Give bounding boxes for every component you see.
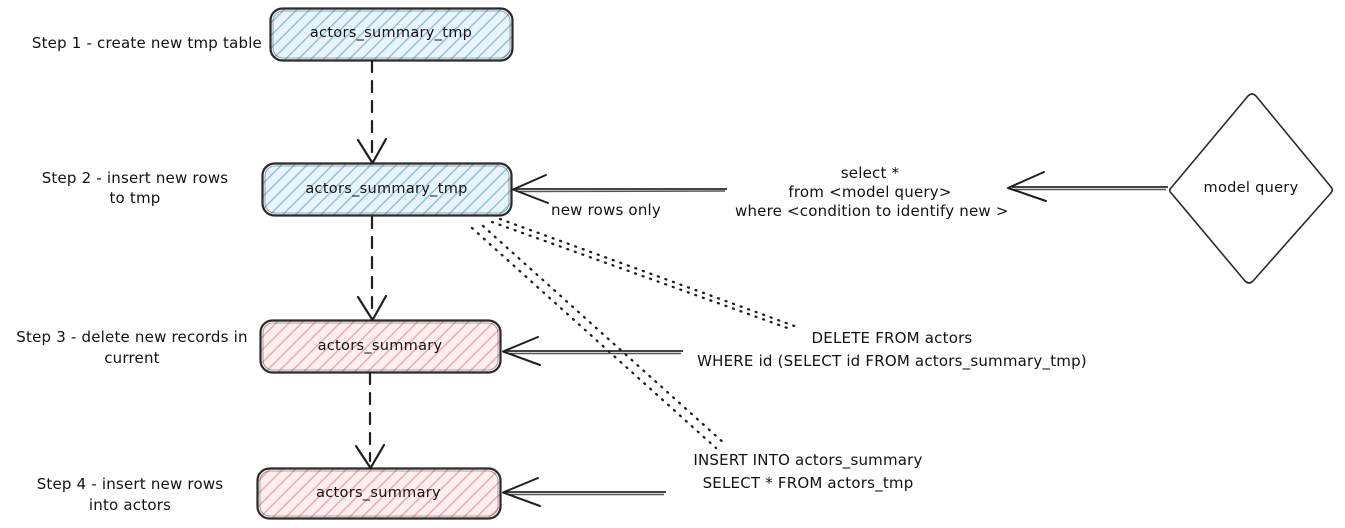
node-2-sketch-outline: [264, 165, 510, 214]
edge-label-new-rows-only: new rows only: [551, 201, 661, 219]
node-1-sketch-outline: [272, 10, 511, 59]
edge-model-query-to-select: [1007, 171, 1168, 202]
edge-query-to-node2: [512, 174, 727, 204]
edge-dotted-node2-to-insert: [470, 224, 727, 450]
node-actors-summary-2[interactable]: [256, 467, 502, 520]
node-3-shape: [259, 319, 502, 374]
node-1-shape: [269, 7, 514, 62]
node-actors-summary-tmp-2[interactable]: [261, 162, 513, 217]
node-4-shape: [256, 467, 502, 520]
node-4-hit-area[interactable]: [257, 468, 501, 519]
node-model-query[interactable]: [1168, 93, 1334, 284]
step-2-label-line2: to tmp: [109, 189, 161, 207]
node-2-hit-area[interactable]: [262, 163, 512, 216]
edge-step2-to-step3: [356, 215, 388, 322]
edge-step1-to-step2: [356, 59, 388, 165]
node-2-shape: [261, 162, 513, 217]
edge-label-select-line2: from <model query>: [788, 183, 952, 201]
node-actors-summary-tmp-1[interactable]: [269, 7, 514, 62]
edge-label-delete-line1: DELETE FROM actors: [811, 329, 973, 347]
step-4-label-line2: into actors: [88, 496, 172, 514]
node-5-hit-area[interactable]: [1168, 92, 1335, 286]
step-1-label: Step 1 - create new tmp table: [31, 34, 262, 52]
edge-dotted-node2-to-delete: [490, 217, 802, 332]
step-3-label-line2: current: [104, 349, 160, 367]
step-2-label-line1: Step 2 - insert new rows: [41, 169, 229, 187]
step-4-label-line1: Step 4 - insert new rows: [36, 475, 224, 493]
node-3-hit-area[interactable]: [260, 320, 501, 373]
edge-step3-to-step4: [354, 371, 386, 470]
node-3-sketch-outline: [262, 322, 499, 371]
edge-label-select-line3: where <condition to identify new >: [735, 202, 1009, 220]
node-4-sketch-outline: [259, 470, 499, 517]
edge-label-insert-line2: SELECT * FROM actors_tmp: [702, 474, 914, 492]
node-actors-summary-1[interactable]: [259, 319, 502, 374]
step-3-label-line1: Step 3 - delete new records in: [16, 328, 248, 346]
node-5-shape: [1168, 93, 1334, 284]
edge-label-insert-line1: INSERT INTO actors_summary: [693, 451, 923, 469]
node-1-hit-area[interactable]: [270, 8, 513, 61]
edge-label-select-line1: select *: [840, 164, 900, 182]
edge-insert-to-node4: [502, 477, 666, 507]
edge-label-delete-line2: WHERE id (SELECT id FROM actors_summary_…: [697, 352, 1087, 370]
edge-delete-to-node3: [502, 336, 683, 366]
